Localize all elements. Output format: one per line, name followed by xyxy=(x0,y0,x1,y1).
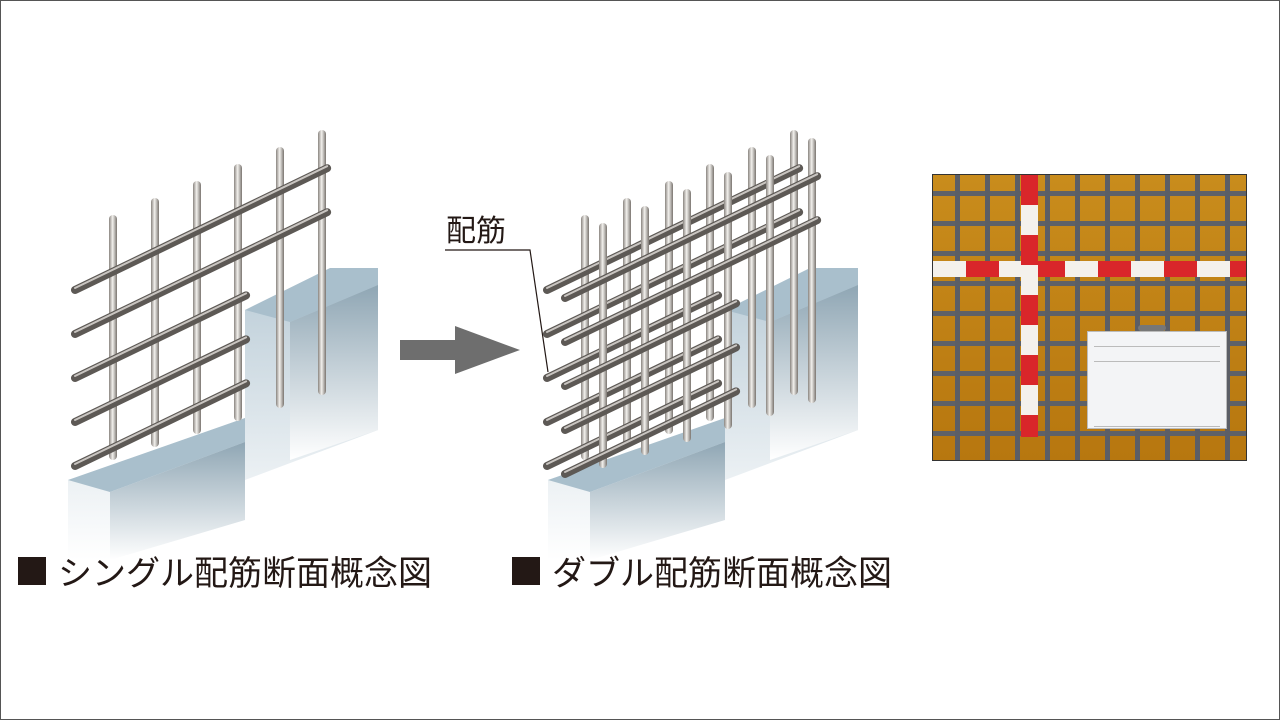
horizontal-rebar xyxy=(561,172,822,302)
horizontal-rebar xyxy=(71,291,251,382)
wall-side xyxy=(590,442,725,560)
horizontal-rebar xyxy=(71,379,251,470)
horizontal-rebar-highlight xyxy=(564,217,819,341)
horizontal-rebar xyxy=(561,343,741,434)
horizontal-rebar xyxy=(561,216,822,346)
horizontal-rebar-highlight xyxy=(546,165,801,289)
rebar-leader-line xyxy=(445,249,549,373)
vertical-rebar xyxy=(790,130,798,395)
double-caption: ダブル配筋断面概念図 xyxy=(512,546,892,595)
rebar-photo xyxy=(932,174,1247,461)
wall-side xyxy=(110,442,245,560)
wall-top xyxy=(68,418,245,492)
horizontal-rebar-highlight xyxy=(564,388,738,473)
vertical-rebar xyxy=(318,130,326,395)
arrow-icon xyxy=(400,326,520,374)
measuring-tape-vertical xyxy=(1021,175,1038,437)
vertical-rebar xyxy=(623,198,631,447)
horizontal-rebar xyxy=(561,387,741,478)
vertical-rebar xyxy=(599,223,607,468)
wall-side xyxy=(290,285,378,460)
site-sign-board xyxy=(1087,331,1227,429)
vertical-rebar xyxy=(109,215,117,460)
rebar-label: 配筋 xyxy=(446,214,506,249)
horizontal-rebar xyxy=(71,164,332,294)
horizontal-rebar xyxy=(543,164,804,294)
horizontal-rebar-highlight xyxy=(74,380,248,465)
single-rebar-diagram xyxy=(68,130,378,560)
horizontal-rebar-highlight xyxy=(74,209,329,333)
vertical-rebar xyxy=(234,164,242,421)
vertical-rebar xyxy=(724,172,732,429)
horizontal-rebar-highlight xyxy=(546,209,801,333)
single-caption-text: シングル配筋断面概念図 xyxy=(58,554,432,594)
double-caption-text: ダブル配筋断面概念図 xyxy=(552,554,892,594)
horizontal-rebar-highlight xyxy=(564,173,819,297)
horizontal-rebar-highlight xyxy=(564,344,738,429)
clip-icon xyxy=(1138,325,1166,331)
vertical-rebar xyxy=(151,198,159,447)
wall-top xyxy=(548,418,725,492)
horizontal-rebar xyxy=(71,208,332,338)
horizontal-rebar-highlight xyxy=(74,336,248,421)
single-caption: シングル配筋断面概念図 xyxy=(18,546,432,595)
vertical-rebar xyxy=(766,155,774,416)
horizontal-rebar xyxy=(543,208,804,338)
vertical-rebar xyxy=(641,206,649,455)
vertical-rebar xyxy=(683,189,691,442)
vertical-rebar xyxy=(276,147,284,408)
vertical-rebar xyxy=(665,181,673,434)
horizontal-rebar xyxy=(561,299,741,390)
square-bullet-icon xyxy=(512,556,540,585)
measuring-tape-horizontal xyxy=(933,261,1246,277)
horizontal-rebar xyxy=(71,335,251,426)
horizontal-rebar-highlight xyxy=(74,292,248,377)
double-rebar-diagram xyxy=(543,130,858,560)
horizontal-rebar-highlight xyxy=(564,300,738,385)
vertical-rebar xyxy=(193,181,201,434)
square-bullet-icon xyxy=(18,556,46,585)
horizontal-rebar-highlight xyxy=(74,165,329,289)
vertical-rebar xyxy=(808,138,816,403)
